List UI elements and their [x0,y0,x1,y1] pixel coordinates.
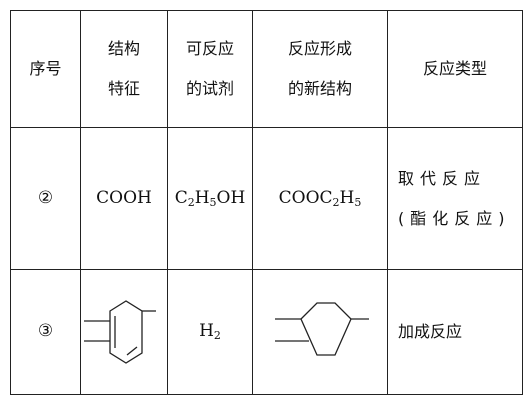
header-reaction-type: 反应类型 [387,10,523,128]
row3-reaction-type: 加成反应 [387,269,523,395]
row3-feature [80,269,168,395]
row2-feature: COOH [80,127,168,270]
row3-no: ③ [10,269,81,395]
table-header-row: 序号 结构 特征 可反应 的试剂 反应形成 的新结构 反应类型 [10,10,523,128]
row2-reagent: C2H5OH [167,127,253,270]
table-row: ② COOH C2H5OH COOC2H5 取代反应(酯化反应) [10,127,523,270]
table-row: ③ H2 [10,269,523,395]
reaction-table: 序号 结构 特征 可反应 的试剂 反应形成 的新结构 反应类型 ② [10,10,523,395]
header-reagent: 可反应 的试剂 [167,10,253,128]
row3-new-structure [252,269,388,395]
cyclohexane-structure-icon [275,302,369,356]
reaction-table-container: 序号 结构 特征 可反应 的试剂 反应形成 的新结构 反应类型 ② [10,10,523,395]
header-new-structure: 反应形成 的新结构 [252,10,388,128]
row2-new-structure: COOC2H5 [252,127,388,270]
header-no: 序号 [10,10,81,128]
cyclohexadiene-structure-icon [84,300,156,364]
header-structure-feature: 结构 特征 [80,10,168,128]
row3-reagent: H2 [167,269,253,395]
row2-reaction-type: 取代反应(酯化反应) [387,127,523,270]
row2-no: ② [10,127,81,270]
